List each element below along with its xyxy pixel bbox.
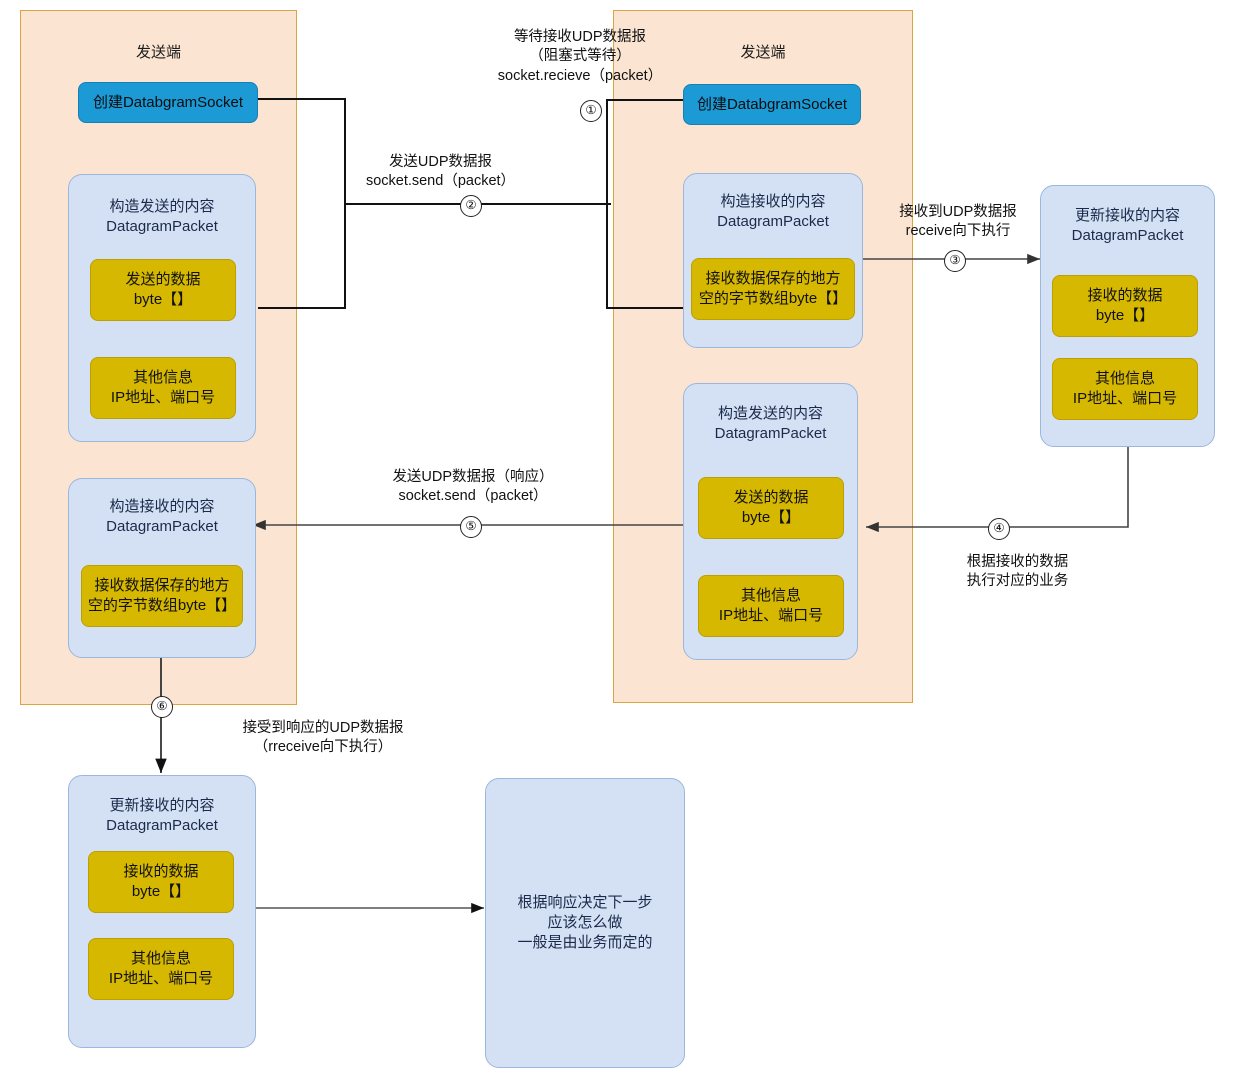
right-send-other-box[interactable]: 其他信息 IP地址、端口号: [698, 575, 844, 637]
step-marker-6: ⑥: [151, 696, 173, 718]
label-received-response: 接受到响应的UDP数据报 （rreceive向下执行）: [242, 720, 404, 756]
left-send-other-box[interactable]: 其他信息 IP地址、端口号: [90, 357, 236, 419]
step-marker-3: ③: [944, 250, 966, 272]
far-right-update-data-box[interactable]: 接收的数据 byte【】: [1052, 275, 1198, 337]
right-send-packet-head: 构造发送的内容 DatagramPacket: [714, 405, 827, 442]
label-process-business: 根据接收的数据 执行对应的业务: [966, 554, 1069, 590]
bottom-update-data-box[interactable]: 接收的数据 byte【】: [88, 851, 234, 913]
label-received-udp: 接收到UDP数据报 receive向下执行: [899, 204, 1017, 240]
left-recv-packet-head: 构造接收的内容 DatagramPacket: [106, 498, 218, 535]
panel-right-title: 发送端: [740, 44, 786, 61]
right-send-data-box[interactable]: 发送的数据 byte【】: [698, 477, 844, 539]
left-create-socket-box[interactable]: 创建DatabgramSocket: [78, 82, 258, 123]
left-send-data-box[interactable]: 发送的数据 byte【】: [90, 259, 236, 321]
step-marker-1: ①: [580, 100, 602, 122]
far-right-update-other-box[interactable]: 其他信息 IP地址、端口号: [1052, 358, 1198, 420]
right-create-socket-box[interactable]: 创建DatabgramSocket: [683, 84, 861, 125]
step-marker-5: ⑤: [460, 516, 482, 538]
step-marker-4: ④: [988, 518, 1010, 540]
bottom-decision-box[interactable]: 根据响应决定下一步 应该怎么做 一般是由业务而定的: [485, 778, 685, 1068]
bottom-update-head: 更新接收的内容 DatagramPacket: [106, 797, 218, 834]
left-recv-data-box[interactable]: 接收数据保存的地方 空的字节数组byte【】: [81, 565, 243, 627]
panel-left-title: 发送端: [135, 44, 181, 61]
step-marker-2: ②: [460, 195, 482, 217]
right-recv-data-box[interactable]: 接收数据保存的地方 空的字节数组byte【】: [691, 258, 855, 320]
label-send-udp-response: 发送UDP数据报（响应） socket.send（packet）: [392, 469, 554, 505]
far-right-update-head: 更新接收的内容 DatagramPacket: [1071, 207, 1184, 244]
left-send-packet-head: 构造发送的内容 DatagramPacket: [106, 198, 218, 235]
right-recv-packet-head: 构造接收的内容 DatagramPacket: [717, 193, 829, 230]
bottom-update-other-box[interactable]: 其他信息 IP地址、端口号: [88, 938, 234, 1000]
label-send-udp: 发送UDP数据报 socket.send（packet）: [365, 154, 516, 190]
label-wait-receive: 等待接收UDP数据报 （阻塞式等待） socket.recieve（packet…: [497, 29, 663, 84]
